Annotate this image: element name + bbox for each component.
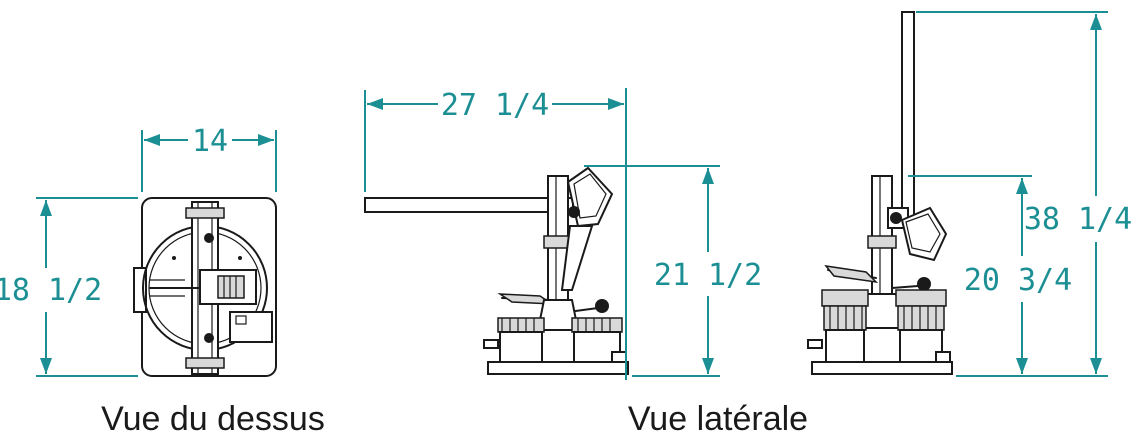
top-view-bottom-clamp bbox=[185, 357, 225, 369]
side-view-extended bbox=[364, 166, 629, 375]
raised-left-bin-lid bbox=[821, 289, 869, 307]
dimension-top-width: 14 bbox=[141, 124, 277, 192]
dimension-label-raised-total-height: 38 1/4 bbox=[1024, 202, 1132, 237]
side-left-bin bbox=[499, 331, 543, 363]
caption-top-view: Vue du dessus bbox=[101, 400, 325, 433]
raised-left-bin bbox=[825, 329, 865, 363]
dimension-side-arm-length: 27 1/4 bbox=[364, 88, 627, 380]
top-view-top-clamp bbox=[185, 207, 225, 219]
caption-side-view: Vue latérale bbox=[628, 400, 808, 433]
side-base bbox=[487, 361, 629, 375]
dimension-top-height: 18 1/2 bbox=[0, 197, 138, 377]
dimension-raised-total-height: 38 1/4 bbox=[916, 11, 1132, 374]
dimension-side-height: 21 1/2 bbox=[584, 165, 762, 377]
dimension-label-raised-base-height: 20 3/4 bbox=[964, 263, 1072, 298]
side-arm-beam bbox=[364, 197, 574, 213]
top-view-bolt-upper bbox=[204, 233, 214, 243]
top-view bbox=[133, 197, 277, 377]
raised-head-unit bbox=[900, 206, 948, 262]
raised-knob bbox=[917, 277, 931, 291]
dimension-label-top-height: 18 1/2 bbox=[0, 273, 102, 308]
dimension-label-side-height: 21 1/2 bbox=[654, 258, 762, 293]
raised-arm-beam bbox=[901, 11, 915, 219]
dimension-label-top-width: 14 bbox=[192, 124, 228, 159]
side-view-raised bbox=[807, 11, 953, 375]
side-right-bin-lid bbox=[571, 317, 623, 333]
side-knob bbox=[595, 299, 609, 313]
top-view-bolt-lower bbox=[204, 333, 214, 343]
side-left-bin-lid bbox=[497, 317, 545, 333]
top-view-control-box bbox=[229, 311, 273, 343]
raised-right-bin-lid bbox=[895, 289, 947, 307]
raised-base bbox=[811, 361, 953, 375]
dimension-label-side-arm-length: 27 1/4 bbox=[441, 88, 549, 123]
dimension-raised-base-height: 20 3/4 bbox=[908, 175, 1108, 377]
